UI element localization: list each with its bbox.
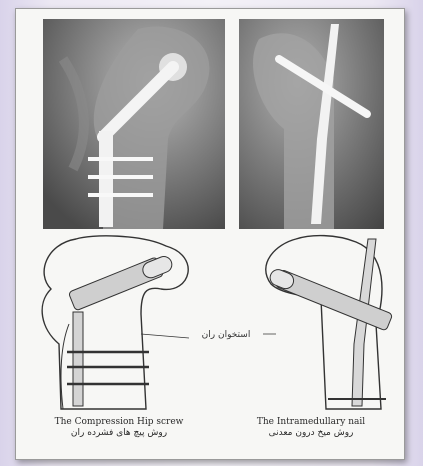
figure-frame: استخوان ران The Compression Hip screw رو… (15, 8, 405, 460)
xray-intramedullary-nail (239, 19, 384, 229)
right-caption-english: The Intramedullary nail (226, 417, 396, 428)
diagram-compression-hip-screw (31, 234, 206, 414)
right-caption: The Intramedullary nail روش میخ درون معد… (226, 417, 396, 439)
right-caption-persian: روش میخ درون معدنی (226, 428, 396, 439)
left-caption-persian: روش پیچ های فشرده ران (34, 428, 204, 439)
left-caption-english: The Compression Hip screw (34, 417, 204, 428)
center-label-femur: استخوان ران (189, 330, 263, 340)
xray-compression-hip-screw (43, 19, 225, 229)
left-caption: The Compression Hip screw روش پیچ های فش… (34, 417, 204, 439)
diagram-intramedullary-nail (236, 234, 396, 414)
